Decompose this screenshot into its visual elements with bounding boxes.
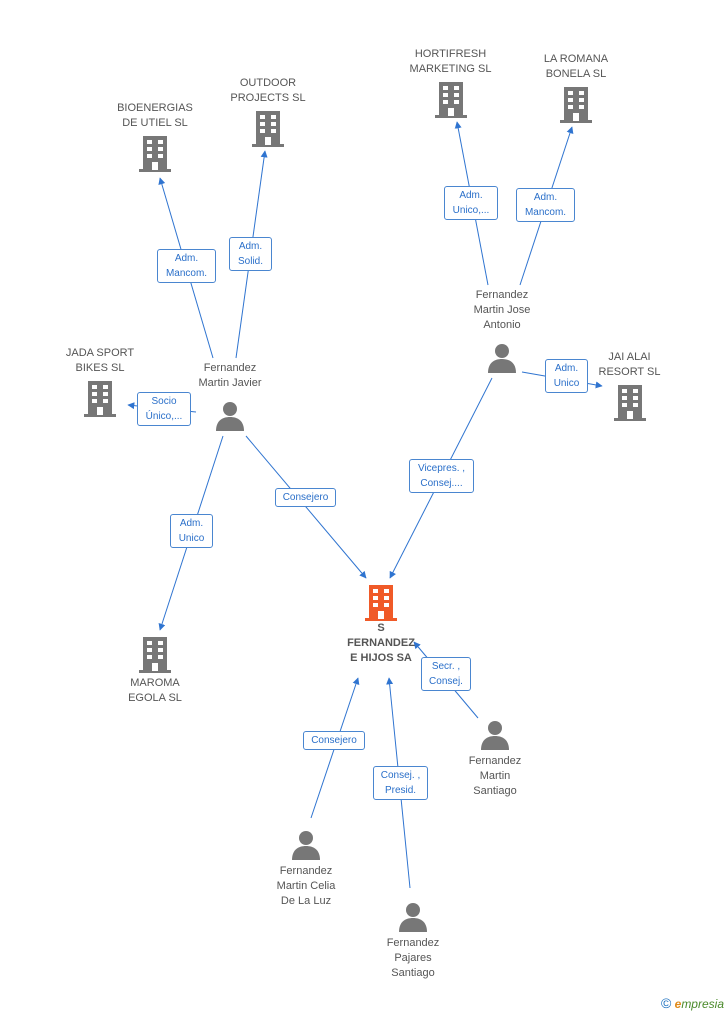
person-node-jose[interactable]: Fernandez Martin Jose Antonio: [452, 288, 552, 373]
main-company-node[interactable]: S FERNANDEZ E HIJOS SA: [336, 585, 426, 666]
copyright-symbol: ©: [660, 995, 672, 1011]
person-icon: [292, 831, 320, 860]
company-node-hortifresh[interactable]: HORTIFRESH MARKETING SL: [398, 47, 503, 118]
relation-label[interactable]: Adm. Solid.: [229, 237, 272, 271]
relation-label[interactable]: Adm. Mancom.: [157, 249, 216, 283]
building-icon: [139, 637, 171, 673]
company-node-jada[interactable]: JADA SPORT BIKES SL: [50, 346, 150, 417]
person-label: Fernandez Martin Javier: [198, 362, 262, 389]
person-icon: [216, 402, 244, 431]
relation-label[interactable]: Adm. Unico: [170, 514, 213, 548]
building-icon: [252, 111, 284, 147]
building-icon: [613, 385, 646, 421]
relation-label[interactable]: Adm. Unico,...: [444, 186, 498, 220]
relation-label[interactable]: Vicepres. , Consej....: [409, 459, 474, 493]
brand-initial: e: [674, 997, 682, 1011]
relation-label[interactable]: Socio Único,...: [137, 392, 191, 426]
person-label: Fernandez Martin Jose Antonio: [473, 289, 531, 331]
person-node-pajares[interactable]: Fernandez Pajares Santiago: [363, 902, 463, 981]
company-node-laromana[interactable]: LA ROMANA BONELA SL: [526, 52, 626, 123]
company-label: HORTIFRESH MARKETING SL: [409, 48, 492, 75]
building-icon: [560, 87, 592, 123]
company-label: LA ROMANA BONELA SL: [543, 53, 609, 80]
person-label: Fernandez Pajares Santiago: [386, 937, 440, 979]
person-icon: [488, 344, 516, 373]
building-icon: [434, 82, 467, 118]
person-node-santiago[interactable]: Fernandez Martin Santiago: [445, 720, 545, 799]
relation-label[interactable]: Consejero: [275, 488, 336, 507]
relation-label[interactable]: Adm. Mancom.: [516, 188, 575, 222]
person-icon: [481, 721, 509, 750]
company-label: MAROMA EGOLA SL: [128, 677, 182, 704]
company-label: BIOENERGIAS DE UTIEL SL: [117, 102, 193, 129]
company-label: JAI ALAI RESORT SL: [598, 351, 661, 378]
person-label: Fernandez Martin Celia De La Luz: [276, 865, 336, 907]
person-node-celia[interactable]: Fernandez Martin Celia De La Luz: [256, 830, 356, 909]
company-node-bioenergias[interactable]: BIOENERGIAS DE UTIEL SL: [105, 101, 205, 172]
company-label: OUTDOOR PROJECTS SL: [230, 77, 306, 104]
building-icon: [365, 585, 397, 621]
person-label: Fernandez Martin Santiago: [468, 755, 522, 797]
relation-label[interactable]: Adm. Unico: [545, 359, 588, 393]
relation-label[interactable]: Consejero: [303, 731, 365, 750]
relation-line-javier-main: [245, 435, 367, 579]
person-icon: [399, 903, 427, 932]
relation-label[interactable]: Secr. , Consej.: [421, 657, 471, 691]
building-icon: [139, 136, 171, 172]
relation-label[interactable]: Consej. , Presid.: [373, 766, 428, 800]
building-icon: [84, 381, 116, 417]
main-company-label: S FERNANDEZ E HIJOS SA: [347, 622, 415, 664]
person-node-javier[interactable]: Fernandez Martin Javier: [180, 361, 280, 431]
company-label: JADA SPORT BIKES SL: [65, 347, 135, 374]
brand-name: mpresia: [681, 997, 724, 1011]
brand-watermark: © empresia: [661, 995, 724, 1011]
company-node-maroma[interactable]: MAROMA EGOLA SL: [105, 637, 205, 706]
company-node-outdoor[interactable]: OUTDOOR PROJECTS SL: [218, 76, 318, 147]
company-node-jaialai[interactable]: JAI ALAI RESORT SL: [582, 350, 677, 421]
